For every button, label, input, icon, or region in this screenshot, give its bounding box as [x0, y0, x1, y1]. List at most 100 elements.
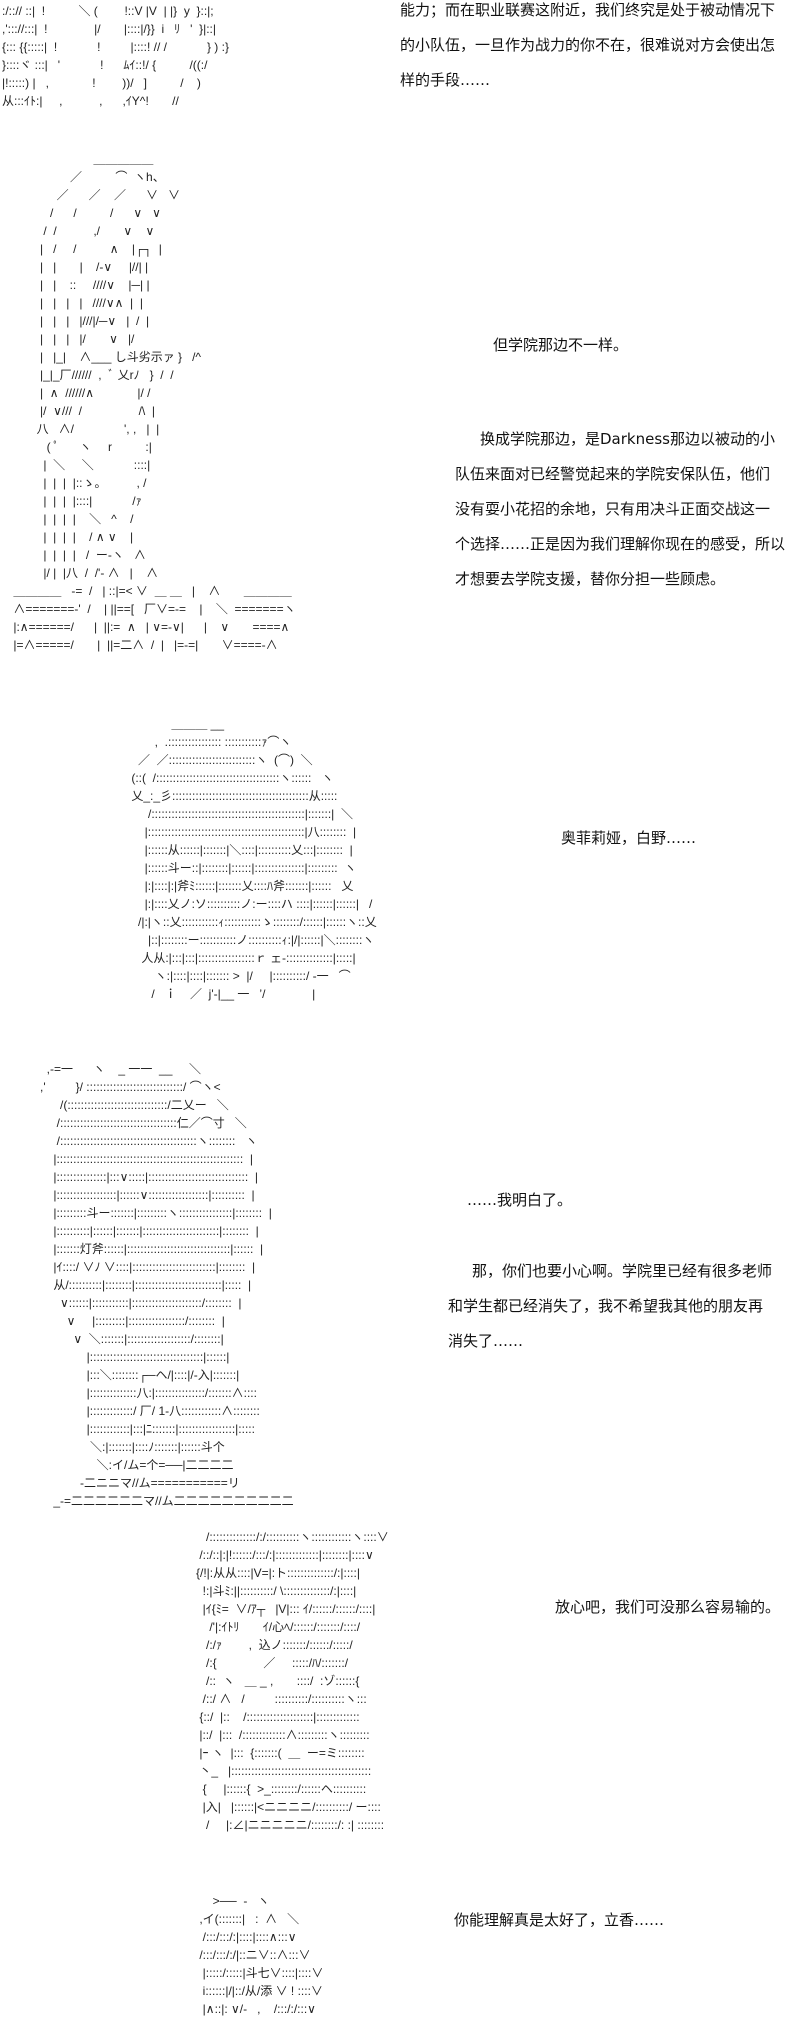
- dialogue-line: 的小队伍，一旦作为战力的你不在，很难说对方会使出怎: [400, 36, 776, 54]
- ascii-art-top-fragment: :/::// ::| ! ＼ ( !::V |V | |} y }::|;,':…: [2, 2, 229, 110]
- ascii-art-line: | | | /-∨ |//| |: [10, 260, 149, 274]
- ascii-art-line: |ｰ ヽ |::: {:::::::( ＿ ー=ミ::::::::: [166, 1746, 365, 1760]
- ascii-art-line: |::::::斗ー::|::::::::|::::::|::::::::::::…: [128, 861, 357, 875]
- ascii-art-line: /:::::::::::::::::::::::::::::::::::::::…: [128, 807, 353, 821]
- ascii-art-line: 从/::::::::::|::::::::|::::::::::::::::::…: [20, 1278, 252, 1292]
- ascii-art-line: | | | |/ ∨ |/: [10, 332, 135, 346]
- ascii-art-line: |::::::::::|::::::|:::::::|:::::::::::::…: [20, 1224, 259, 1238]
- ascii-art-line: | | | |::::| /ｧ: [10, 494, 142, 508]
- ascii-art-line: |::::::::::::::::::::::::::::::::::|::::…: [20, 1350, 230, 1364]
- ascii-art-line: (::( /::::::::::::::::::::::::::::::::::…: [128, 771, 334, 785]
- ascii-art-line: |::::::::::::|:::|ﾆ:::::::|:::::::::::::…: [20, 1422, 255, 1436]
- ascii-art-line: |ｲ::::/ ∨ﾉ ∨::::|:::::::::::::::::::::::…: [20, 1260, 256, 1274]
- ascii-art-line: ∨ ＼:::::::|:::::::::::::::::::/::::::::|: [20, 1332, 224, 1346]
- dialogue-line: 能力；而在职业联赛这附近，我们终究是处于被动情况下: [400, 1, 776, 19]
- ascii-art-line: |/ | |八 / /'- ∧ | ∧: [10, 566, 159, 580]
- ascii-art-line: {/!|:从从::::|V=|:ト::::::::::::::/:|::::|: [166, 1566, 360, 1580]
- dialogue-line: 换成学院那边，是Darkness那边以被动的小: [480, 430, 775, 448]
- ascii-art-line: :/::// ::| ! ＼ ( !::V |V | |} y }::|;: [2, 4, 214, 18]
- ascii-art-line: /|:|ヽ::乂:::::::::::ｨ:::::::::::ゝ::::::::…: [128, 915, 377, 929]
- ascii-art-line: i::::::|/|::/从/添 ∨ ! ::::∨: [166, 1984, 323, 1998]
- ascii-art-line: |:∧======/ | ||:= ∧ | ∨=-∨| | ∨ ====∧: [10, 620, 290, 634]
- ascii-art-line: 从:::ｲﾄ:| , , ,ｲY^! //: [2, 94, 179, 108]
- dialogue-line: 样的手段……: [400, 71, 491, 89]
- ascii-art-line: ＼:イ/ム=个=──|二二二二: [20, 1458, 234, 1472]
- ascii-art-line: | |_| ∧___ し斗劣示ァ } /^: [10, 350, 202, 364]
- ascii-art-line: /'|:ｲﾄﾘ ｲ/心ﾍ/::::::/:::::::/::::/: [166, 1620, 361, 1634]
- ascii-art-line: ＼:|:::::::|::::ﾉ:::::::|::::::斗个: [20, 1440, 225, 1454]
- ascii-art-line: | | | | ＼ ^ /: [10, 512, 134, 526]
- ascii-art-line: /:::/:::/:/|::ニ∨::∧:::∨: [166, 1948, 311, 1962]
- ascii-art-line: |::::::::::::::::::|::::::∨:::::::::::::…: [20, 1188, 255, 1202]
- ascii-art-line: |:::::::::::::/ 厂/ 1-八::::::::::::∧:::::…: [20, 1404, 260, 1418]
- ascii-art-line: /:::::::::::::::::::::::::::::::::::仁／⌒寸…: [20, 1116, 247, 1130]
- ascii-art-confident-girl: /::::::::::::::/:/::::::::::ヽ:::::::::::…: [166, 1528, 389, 1834]
- ascii-art-line: |:::::/:::::|斗七∨::::|::::∨: [166, 1966, 324, 1980]
- ascii-art-line: |:::::::::::::::|:::∨:::::|:::::::::::::…: [20, 1170, 258, 1184]
- dialogue-reassure: 放心吧，我们可没那么容易输的。: [555, 1598, 781, 1616]
- ascii-art-line: /::/ ∧ / ::::::::::/::::::::::ヽ:::: [166, 1692, 367, 1706]
- dialogue-top: 能力；而在职业联赛这附近，我们终究是处于被动情况下 的小队伍，一旦作为战力的你不…: [400, 0, 775, 98]
- ascii-art-line: |:|::::乂ノ:ソ::::::::::ノ:ー::::ハ ::::|:::::…: [128, 897, 373, 911]
- ascii-art-line: |::::::从::::::|:::::::|＼::::|::::::::::乂…: [128, 843, 353, 857]
- dialogue-line: 个选择……正是因为我们理解你现在的感受，所以: [455, 535, 786, 553]
- ascii-art-line: / / / ∨ ∨: [10, 206, 161, 220]
- ascii-art-line: / ｉ ／ j'-|__ 一 ’/ |: [128, 987, 316, 1001]
- ascii-art-line: ,-=一 ヽ _ 一一 __ ＼: [20, 1062, 202, 1076]
- ascii-art-line: |=∧=====/ | ||=二∧ / | |=-=| ∨====-∧: [10, 638, 278, 652]
- ascii-art-line: |:::::::灯斧::::::|:::::::::::::::::::::::…: [20, 1242, 264, 1256]
- ascii-art-line: | | | |::ゝ。 , /: [10, 476, 147, 490]
- ascii-art-line: |::|::::::::ー:::::::::::ノ::::::::::ｨ:|/|…: [128, 933, 375, 947]
- dialogue-line: 没有耍小花招的余地，只有用决斗正面交战这一: [455, 500, 771, 518]
- ascii-art-line: |:::＼::::::::┌─ヘ/|::::|/-入|:::::::|: [20, 1368, 240, 1382]
- ascii-art-line: 乂_:_彡:::::::::::::::::::::::::::::::::::…: [128, 789, 338, 803]
- dialogue-academy-different: 但学院那边不一样。: [493, 336, 629, 354]
- ascii-art-line: ＿＿＿＿ -= / | ::|=< ∨ ＿ ＿ | ∧ ＿＿＿＿: [10, 584, 292, 598]
- ascii-art-line: |/ ∨/// / /\ |: [10, 404, 156, 418]
- ascii-art-line: /:/ｧ , 込ノ:::::::/::::::/:::::/: [166, 1638, 353, 1652]
- ascii-art-line: | | | | / ー-ヽ ∧: [10, 548, 146, 562]
- ascii-art-small-girl: >── - ヽ ,イ(:::::::| : ∧ ＼ /:::/:::/:|:::…: [166, 1892, 323, 2018]
- ascii-art-hat-girl: ＿＿＿ __ , .:::::::::::::::: :::::::::::ｧ⌒…: [128, 715, 377, 1003]
- ascii-art-line: | | | | / ∧ ∨ |: [10, 530, 134, 544]
- ascii-art-line: ,' }/ :::::::::::::::::::::::::::::/ ⌒ヽ<: [20, 1080, 221, 1094]
- ascii-art-line: ∨::::::|:::::::::::|::::::::::::::::::::…: [20, 1296, 242, 1310]
- ascii-art-line: {::: {{:::::| ! ! |::::! // / } ) :}: [2, 40, 229, 54]
- dialogue-line: 队伍来面对已经警觉起来的学院安保队伍，他们: [455, 465, 771, 483]
- dialogue-line: 消失了……: [448, 1332, 524, 1350]
- dialogue-line: 才想要去学院支援，替你分担一些顾虑。: [455, 570, 726, 588]
- ascii-art-line: | | | | ////∨∧ | |: [10, 296, 143, 310]
- ascii-art-line: |:|::::|:|斧ﾐ::::::|:::::::乂::::ﾊ斧:::::::…: [128, 879, 354, 893]
- ascii-art-line: |::/ |::: /:::::::::::::∧:::::::::ヽ:::::…: [166, 1728, 370, 1742]
- ascii-art-hooded-girl: ＿＿＿＿＿ ／ ⌒ ヽh、 ／ ／ ／ ∨ ∨ / / / ∨ ∨ / / ,/…: [10, 150, 295, 654]
- ascii-art-line: , .:::::::::::::::: :::::::::::ｧ⌒ヽ: [128, 735, 292, 749]
- ascii-art-line: ,'::://:::| ! |/ |::::|/}} i ﾘ ' }|::|: [2, 22, 217, 36]
- ascii-art-line: }::::ヾ :::| ' ! ﾑｲ::!/ { /((:/: [2, 58, 208, 72]
- ascii-art-line: | | | |///|/─∨ | / |: [10, 314, 150, 328]
- ascii-art-line: ,イ(:::::::| : ∧ ＼: [166, 1912, 300, 1926]
- ascii-art-line: /::::::::::::::/:/::::::::::ヽ:::::::::::…: [166, 1530, 389, 1544]
- ascii-art-line: | ＼ ＼ ::::|: [10, 458, 151, 472]
- ascii-art-line: >── - ヽ: [166, 1894, 270, 1908]
- ascii-art-line: |入| |::::::|<ニニニニ/::::::::::/ ー::::: [166, 1800, 381, 1814]
- ascii-art-line: ヽ:|::::|::::|::::::: > |/ |::::::::::/ -…: [128, 969, 351, 983]
- ascii-art-line: /:{ ／ :::::/ﾊ/:::::::/: [166, 1656, 349, 1670]
- ascii-art-line: |_|_厂////// , ﾞ 乂rﾉ } / /: [10, 368, 174, 382]
- ascii-art-line: _-=二二二二二二マ//ム二二二二二二二二二二: [20, 1494, 294, 1508]
- ascii-art-line: | | :: ////∨ |─| |: [10, 278, 150, 292]
- ascii-art-line: { |::::::{ >_::::::::/::::::ヘ::::::::::: [166, 1782, 367, 1796]
- ascii-art-line: / / ,/ ∨ ∨: [10, 224, 155, 238]
- ascii-art-line: /:: ヽ ＿ _ , ::::/ :ゾ::::::{: [166, 1674, 360, 1688]
- ascii-art-line: ＿＿＿ __: [128, 717, 228, 731]
- ascii-art-line: !:|斗ﾐ:||::::::::::/ \::::::::::::::/:|::…: [166, 1584, 357, 1598]
- ascii-art-line: | / / ∧ |┌┐ |: [10, 242, 162, 256]
- ascii-art-line: ／ ⌒ ヽh、: [10, 170, 165, 184]
- dialogue-names: 奥菲莉娅，白野……: [561, 829, 697, 847]
- ascii-art-line: |:::::::::::::::::::::::::::::::::::::::…: [128, 825, 357, 839]
- ascii-art-line: 丶_ |::::::::::::::::::::::::::::::::::::…: [166, 1764, 372, 1778]
- ascii-art-long-hair-girl: ,-=一 ヽ _ 一一 __ ＼ ,' }/ :::::::::::::::::…: [20, 1060, 294, 1510]
- ascii-art-line: /::/::|:|!::::::/:::/:|:::::::::::::|:::…: [166, 1548, 374, 1562]
- ascii-art-line: /:::/:::/:|::::|::::∧:::∨: [166, 1930, 297, 1944]
- ascii-art-line: / |:∠|ニニニニニ/::::::::/: :| ::::::::: [166, 1818, 385, 1832]
- ascii-art-line: ／ ／ ／ ∨ ∨: [10, 188, 181, 202]
